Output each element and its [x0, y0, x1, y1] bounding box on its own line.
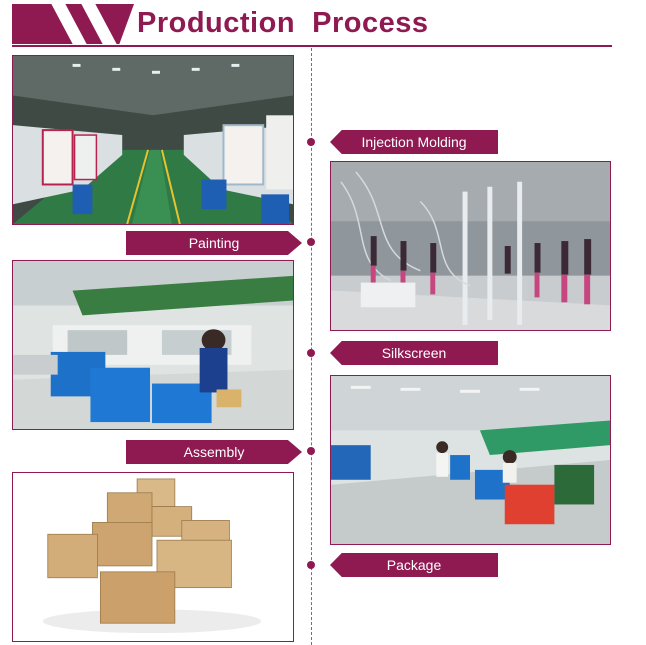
painting-photo — [330, 161, 611, 331]
timeline-dot-silkscreen — [307, 349, 315, 357]
step-label-silkscreen: Silkscreen — [330, 341, 498, 365]
assembly-photo — [330, 375, 611, 545]
timeline-dot-package — [307, 561, 315, 569]
header-underline — [12, 45, 612, 47]
silkscreen-photo — [12, 260, 294, 430]
injection-molding-photo — [12, 55, 294, 225]
page-title: Production Process — [137, 7, 429, 39]
step-label-package: Package — [330, 553, 498, 577]
section-header: Production Process — [12, 4, 612, 47]
header-accent-block — [12, 4, 134, 44]
timeline-dot-injection — [307, 138, 315, 146]
timeline-dot-painting — [307, 238, 315, 246]
step-label-assembly: Assembly — [126, 440, 302, 464]
step-label-injection-molding: Injection Molding — [330, 130, 498, 154]
step-label-painting: Painting — [126, 231, 302, 255]
package-photo — [12, 472, 294, 642]
timeline-dot-assembly — [307, 447, 315, 455]
process-timeline — [311, 48, 312, 645]
